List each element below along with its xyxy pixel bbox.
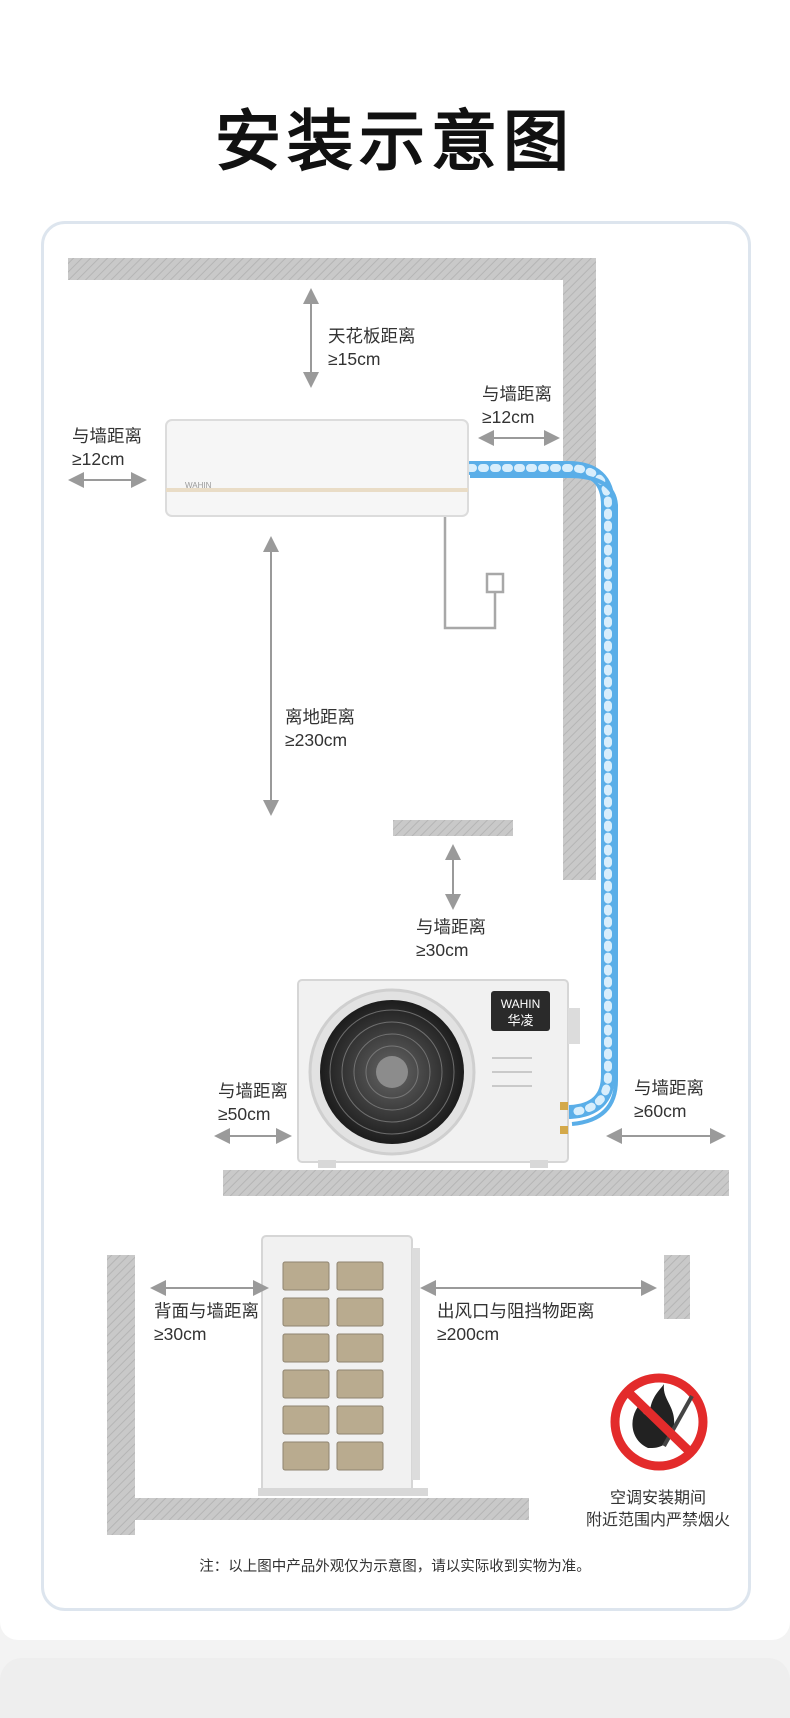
- no-fire-warning: 空调安装期间附近范围内严禁烟火: [585, 1490, 730, 1529]
- svg-text:华凌: 华凌: [507, 1014, 533, 1029]
- fin-panel: [336, 1297, 384, 1327]
- valve: [560, 1102, 568, 1110]
- indoor-left-distance-label: 与墙距离≥12cm: [72, 426, 142, 469]
- right-wall: [563, 258, 596, 880]
- fin-panel: [336, 1369, 384, 1399]
- fin-panel: [282, 1333, 330, 1363]
- indoor-right-distance-label: 与墙距离≥12cm: [482, 384, 552, 427]
- fin-panel: [336, 1261, 384, 1291]
- outdoor-top-distance-label: 与墙距离≥30cm: [416, 917, 486, 960]
- side-floor: [135, 1498, 529, 1520]
- valve: [560, 1126, 568, 1134]
- no-fire-icon: [610, 1373, 708, 1471]
- indoor-brand-logo: WAHIN: [185, 481, 212, 490]
- outdoor-left-distance-label: 与墙距离≥50cm: [218, 1081, 288, 1124]
- side-left-wall: [107, 1255, 135, 1535]
- outdoor-brand-badge: [491, 991, 550, 1031]
- drain-pipe: [443, 516, 497, 630]
- wall-structure: [68, 258, 729, 1535]
- fin-panel: [282, 1405, 330, 1435]
- disclaimer-note: 注：以上图中产品外观仅为示意图，请以实际收到实物为准。: [199, 1559, 591, 1575]
- fin-panel: [336, 1333, 384, 1363]
- side-back-distance-label: 背面与墙距离≥30cm: [154, 1301, 259, 1344]
- dimension-arrows: [68, 288, 726, 1296]
- indoor-unit: WAHIN: [165, 419, 469, 517]
- ceiling-slab: [68, 258, 596, 280]
- svg-text:WAHIN: WAHIN: [501, 997, 541, 1011]
- ledge: [393, 820, 513, 836]
- drain-cup: [485, 572, 505, 594]
- condenser-fins: [282, 1261, 384, 1471]
- side-obstacle: [664, 1255, 690, 1319]
- outdoor-unit: WAHIN 华凌: [297, 979, 580, 1168]
- fin-panel: [282, 1441, 330, 1471]
- fin-panel: [282, 1261, 330, 1291]
- side-outlet-distance-label: 出风口与阻挡物距离≥200cm: [437, 1301, 595, 1344]
- fin-panel: [336, 1405, 384, 1435]
- fin-panel: [282, 1369, 330, 1399]
- fin-panel: [336, 1441, 384, 1471]
- outdoor-base: [223, 1170, 729, 1196]
- ceiling-distance-label: 天花板距离≥15cm: [328, 326, 416, 369]
- page-title: 安装示意图: [215, 103, 575, 180]
- refrigerant-pipe: [463, 461, 618, 1126]
- outdoor-right-distance-label: 与墙距离≥60cm: [634, 1078, 704, 1121]
- fin-panel: [282, 1297, 330, 1327]
- floor-distance-label: 离地距离≥230cm: [285, 707, 355, 750]
